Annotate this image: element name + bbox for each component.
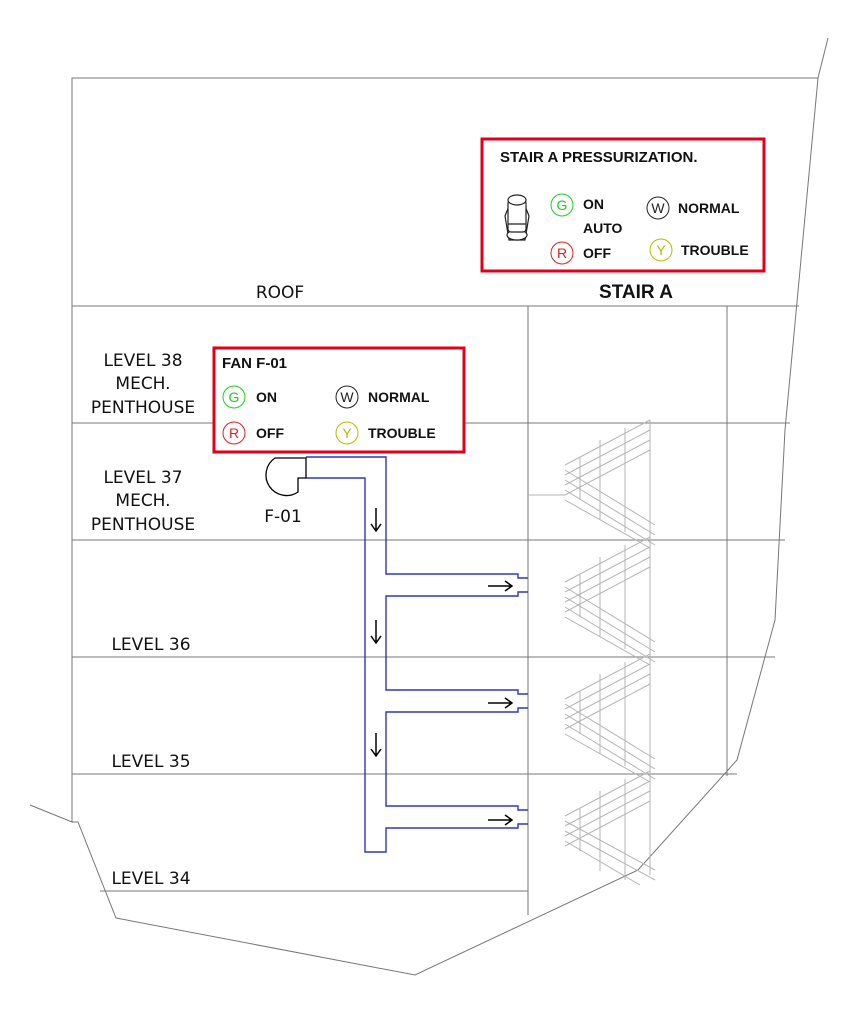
supply-duct bbox=[306, 456, 528, 853]
red-lamp-letter: R bbox=[229, 425, 239, 441]
arrow-icon bbox=[488, 580, 514, 592]
arrow-icon bbox=[370, 733, 382, 758]
arrow-icon bbox=[488, 814, 514, 826]
level-38-sub2: PENTHOUSE bbox=[91, 398, 195, 418]
centrifugal-fan-icon bbox=[265, 457, 307, 497]
stair-on-indicator: G ON bbox=[550, 193, 604, 217]
level-34-label: LEVEL 34 bbox=[111, 869, 190, 889]
green-lamp-icon bbox=[222, 385, 246, 409]
fan-on-indicator: G ON bbox=[222, 385, 277, 409]
fan-trouble-label: TROUBLE bbox=[368, 425, 436, 441]
stair-trouble-label: TROUBLE bbox=[681, 242, 749, 258]
arrow-icon bbox=[370, 620, 382, 645]
stair-trouble-indicator: Y TROUBLE bbox=[649, 238, 749, 262]
level-37-label: LEVEL 37 bbox=[103, 468, 182, 488]
duct-outline bbox=[306, 456, 528, 853]
stair-flight-3 bbox=[564, 653, 656, 783]
roof-label: ROOF bbox=[256, 283, 304, 303]
arrow-icon bbox=[370, 508, 382, 533]
stair-flight-1 bbox=[528, 419, 656, 549]
stair-label: STAIR A bbox=[599, 282, 673, 303]
yellow-lamp-icon bbox=[335, 421, 359, 445]
stair-on-label: ON bbox=[583, 196, 604, 212]
fan-off-label: OFF bbox=[256, 425, 284, 441]
red-lamp-icon bbox=[222, 421, 246, 445]
green-lamp-letter: G bbox=[229, 389, 240, 405]
fan-normal-indicator: W NORMAL bbox=[335, 385, 430, 409]
stair-flight-4 bbox=[564, 770, 656, 886]
red-lamp-letter: R bbox=[557, 245, 567, 261]
fan-panel-title: FAN F-01 bbox=[222, 355, 287, 372]
fan-off-indicator: R OFF bbox=[222, 421, 284, 445]
flow-arrows bbox=[278, 461, 514, 826]
stair-drawing bbox=[528, 419, 656, 886]
stair-panel-title: STAIR A PRESSURIZATION. bbox=[500, 149, 698, 166]
white-lamp-icon bbox=[335, 385, 359, 409]
selector-switch-icon[interactable] bbox=[504, 194, 530, 241]
yellow-lamp-letter: Y bbox=[342, 425, 352, 441]
green-lamp-letter: G bbox=[557, 197, 568, 213]
red-lamp-icon bbox=[550, 241, 574, 265]
level-38-sub1: MECH. bbox=[115, 374, 170, 394]
stair-flight-2 bbox=[564, 536, 656, 666]
white-lamp-icon bbox=[646, 196, 670, 220]
green-lamp-icon bbox=[550, 193, 574, 217]
fan-on-label: ON bbox=[256, 389, 277, 405]
white-lamp-letter: W bbox=[340, 389, 354, 405]
stair-auto-label: AUTO bbox=[583, 220, 623, 236]
white-lamp-letter: W bbox=[651, 200, 665, 216]
level-labels: LEVEL 38 MECH. PENTHOUSE LEVEL 37 MECH. … bbox=[91, 282, 673, 889]
floor-lines bbox=[72, 305, 799, 915]
fan-normal-label: NORMAL bbox=[368, 389, 430, 405]
fan-trouble-indicator: Y TROUBLE bbox=[335, 421, 436, 445]
fan-tag: F-01 bbox=[264, 507, 302, 527]
arrow-icon bbox=[488, 697, 514, 709]
yellow-lamp-icon bbox=[649, 238, 673, 262]
stair-off-label: OFF bbox=[583, 245, 611, 261]
stair-pressurization-panel: STAIR A PRESSURIZATION. G ON AUTO R OFF … bbox=[480, 137, 766, 273]
stair-normal-indicator: W NORMAL bbox=[646, 196, 740, 220]
building-outline bbox=[29, 37, 829, 976]
fan-panel: FAN F-01 G ON W NORMAL R OFF Y TROUBLE bbox=[212, 346, 466, 454]
level-38-label: LEVEL 38 bbox=[103, 351, 182, 371]
stair-normal-label: NORMAL bbox=[678, 200, 740, 216]
level-36-label: LEVEL 36 bbox=[111, 635, 190, 655]
stair-off-indicator: R OFF bbox=[550, 241, 611, 265]
level-37-sub2: PENTHOUSE bbox=[91, 515, 195, 535]
stair-panel-border bbox=[480, 137, 766, 273]
level-35-label: LEVEL 35 bbox=[111, 752, 190, 772]
level-37-sub1: MECH. bbox=[115, 491, 170, 511]
yellow-lamp-letter: Y bbox=[656, 242, 666, 258]
